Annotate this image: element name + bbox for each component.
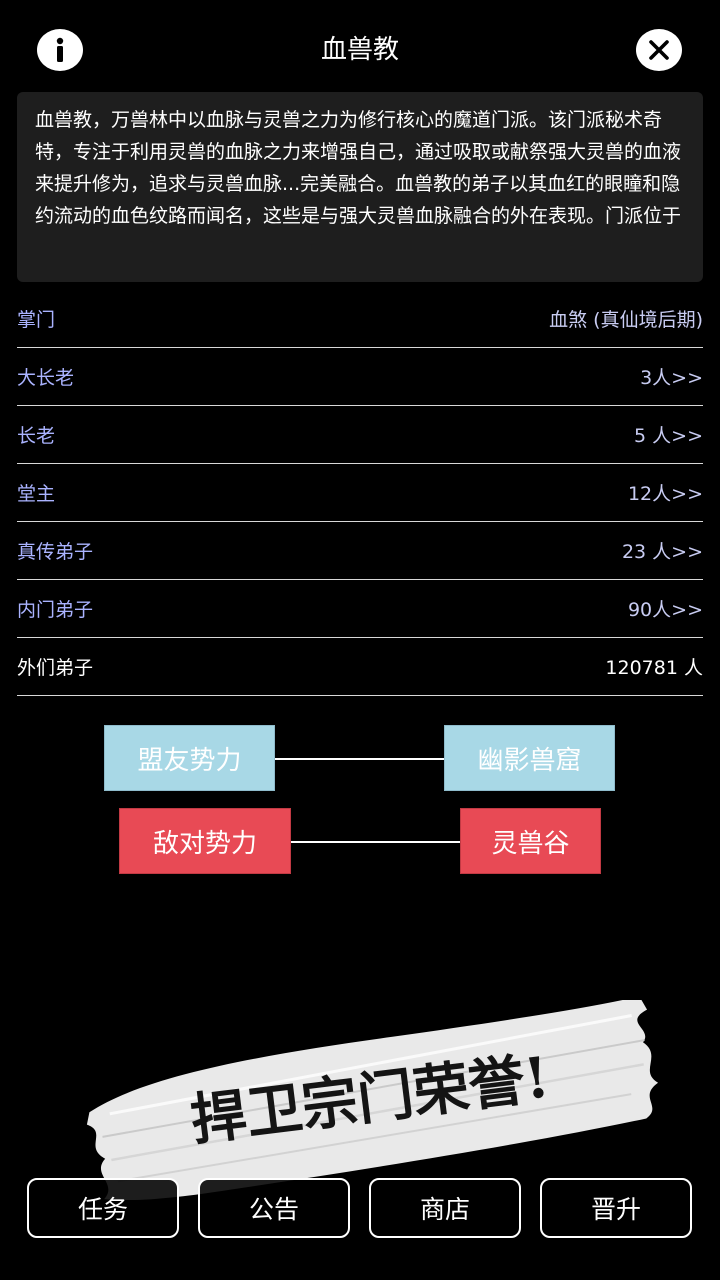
rank-row-elder[interactable]: 长老 5 人>> (17, 406, 703, 464)
rank-row-hall-master[interactable]: 堂主 12人>> (17, 464, 703, 522)
close-icon (649, 40, 669, 60)
enemy-connector-line (291, 841, 460, 843)
rank-label: 外们弟子 (17, 657, 94, 679)
shop-button[interactable]: 商店 (369, 1178, 521, 1238)
notice-button[interactable]: 公告 (198, 1178, 350, 1238)
rank-label: 大长老 (17, 367, 75, 389)
page-title: 血兽教 (320, 35, 399, 65)
rank-label: 真传弟子 (17, 541, 94, 563)
brush-stroke-banner: 捍卫宗门荣誉! (86, 1000, 659, 1200)
promote-button[interactable]: 晋升 (540, 1178, 692, 1238)
close-button[interactable] (636, 29, 682, 71)
ally-faction-box[interactable]: 幽影兽窟 (444, 725, 615, 791)
rank-row-true-disciple[interactable]: 真传弟子 23 人>> (17, 522, 703, 580)
rank-label: 长老 (17, 425, 56, 447)
enemy-faction-box[interactable]: 灵兽谷 (460, 808, 601, 874)
ally-connector-line (275, 758, 444, 760)
rank-link[interactable]: 23 人>> (621, 541, 703, 563)
rank-label: 堂主 (17, 483, 56, 505)
rank-value: 血煞 (真仙境后期) (549, 309, 703, 331)
sect-description-panel[interactable]: 血兽教，万兽林中以血脉与灵兽之力为修行核心的魔道门派。该门派秘术奇特，专注于利用… (17, 92, 703, 282)
sect-description-text: 血兽教，万兽林中以血脉与灵兽之力为修行核心的魔道门派。该门派秘术奇特，专注于利用… (35, 109, 682, 227)
rank-row-sect-leader: 掌门 血煞 (真仙境后期) (17, 290, 703, 348)
rank-value: 120781 人 (605, 657, 703, 679)
header-bar: 血兽教 (0, 0, 720, 100)
info-icon (56, 37, 64, 62)
rank-row-grand-elder[interactable]: 大长老 3人>> (17, 348, 703, 406)
rank-link[interactable]: 90人>> (627, 599, 703, 621)
ally-label-box: 盟友势力 (104, 725, 275, 791)
info-button[interactable] (37, 29, 83, 71)
rank-link[interactable]: 12人>> (627, 483, 703, 505)
rank-label: 内门弟子 (17, 599, 94, 621)
tasks-button[interactable]: 任务 (27, 1178, 179, 1238)
rank-link[interactable]: 5 人>> (634, 425, 703, 447)
rank-row-inner-disciple[interactable]: 内门弟子 90人>> (17, 580, 703, 638)
rank-label: 掌门 (17, 309, 56, 331)
rank-row-outer-disciple: 外们弟子 120781 人 (17, 638, 703, 696)
rank-list: 掌门 血煞 (真仙境后期) 大长老 3人>> 长老 5 人>> 堂主 12人>>… (17, 290, 703, 696)
rank-link[interactable]: 3人>> (640, 367, 703, 389)
enemy-label-box: 敌对势力 (119, 808, 291, 874)
